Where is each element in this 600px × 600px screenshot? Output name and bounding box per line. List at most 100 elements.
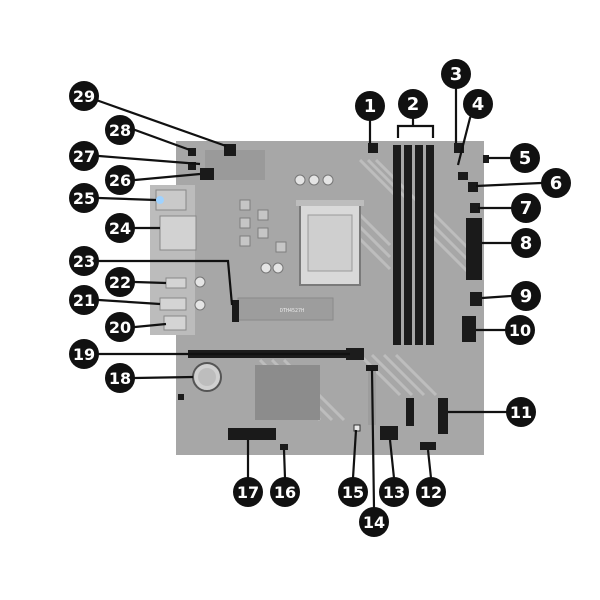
callout-badge-1: 1 xyxy=(355,91,385,121)
callout-circle-18 xyxy=(105,363,135,393)
callout-number-8: 8 xyxy=(520,233,533,254)
callout-circle-10 xyxy=(505,315,535,345)
callout-number-22: 22 xyxy=(109,273,131,292)
header-27 xyxy=(188,162,196,170)
callout-badge-14: 14 xyxy=(359,507,389,537)
callout-circle-22 xyxy=(105,267,135,297)
callout-number-11: 11 xyxy=(510,403,532,422)
callout-circle-27 xyxy=(69,141,99,171)
usb-a-port-1 xyxy=(159,297,187,311)
callout-badge-13: 13 xyxy=(379,477,409,507)
rj45-usb-block xyxy=(159,215,197,251)
callout-badge-27: 27 xyxy=(69,141,99,171)
callout-badge-29: 29 xyxy=(69,81,99,111)
callout-badge-23: 23 xyxy=(69,246,99,276)
callout-circle-25 xyxy=(69,183,99,213)
callout-badge-3: 3 xyxy=(441,59,471,89)
callout-number-13: 13 xyxy=(383,483,405,502)
callout-number-17: 17 xyxy=(237,483,259,502)
callout-circle-3 xyxy=(441,59,471,89)
callout-circle-23 xyxy=(69,246,99,276)
callout-badge-2: 2 xyxy=(398,89,428,119)
capacitors xyxy=(194,174,334,311)
header-26 xyxy=(200,168,214,180)
callout-circle-15 xyxy=(338,477,368,507)
callout-number-27: 27 xyxy=(73,147,95,166)
pcie-latch xyxy=(346,348,364,360)
callout-badge-28: 28 xyxy=(105,115,135,145)
callout-circle-17 xyxy=(233,477,263,507)
usb-c-header xyxy=(462,316,476,342)
callout-badge-17: 17 xyxy=(233,477,263,507)
callout-number-6: 6 xyxy=(550,173,563,194)
callout-number-21: 21 xyxy=(73,291,95,310)
chipset-heatsink xyxy=(255,365,320,420)
callout-badge-21: 21 xyxy=(69,285,99,315)
callout-circle-4 xyxy=(463,89,493,119)
callout-number-16: 16 xyxy=(274,483,296,502)
callout-badge-5: 5 xyxy=(510,143,540,173)
callout-badge-22: 22 xyxy=(105,267,135,297)
callout-badge-11: 11 xyxy=(506,397,536,427)
m2-connector-2 xyxy=(366,365,378,371)
callout-badge-9: 9 xyxy=(511,281,541,311)
fan-header-right-2 xyxy=(470,203,480,213)
leader-line-2 xyxy=(396,124,435,138)
callout-number-29: 29 xyxy=(73,87,95,106)
callout-circle-13 xyxy=(379,477,409,507)
callout-number-28: 28 xyxy=(109,121,131,140)
callout-circle-24 xyxy=(105,213,135,243)
callout-number-24: 24 xyxy=(109,219,131,238)
callout-circle-19 xyxy=(69,339,99,369)
callout-circle-28 xyxy=(105,115,135,145)
callout-badge-10: 10 xyxy=(505,315,535,345)
callout-number-3: 3 xyxy=(450,64,463,85)
callout-circle-6 xyxy=(541,168,571,198)
callout-circle-20 xyxy=(105,312,135,342)
callout-number-1: 1 xyxy=(364,96,377,117)
callout-badge-12: 12 xyxy=(416,477,446,507)
callout-number-19: 19 xyxy=(73,345,95,364)
sys-fan-header-top xyxy=(454,143,464,153)
cmos-battery-inner xyxy=(198,368,216,386)
header-28 xyxy=(188,148,196,156)
callout-circle-9 xyxy=(511,281,541,311)
m2-connector-1 xyxy=(232,300,239,322)
front-panel-header-12 xyxy=(420,442,436,450)
callout-badge-15: 15 xyxy=(338,477,368,507)
fan-header-top-right xyxy=(458,172,468,180)
callout-circle-1 xyxy=(355,91,385,121)
callout-number-10: 10 xyxy=(509,321,531,340)
usb-a-port-2 xyxy=(163,315,187,331)
callout-number-26: 26 xyxy=(109,171,131,190)
inductors xyxy=(239,199,287,253)
header-29 xyxy=(224,144,236,156)
cpu-socket xyxy=(296,200,364,286)
callout-circle-14 xyxy=(359,507,389,537)
cpu-fan-header xyxy=(368,143,378,153)
m2-silk-label: DTH4527H xyxy=(280,308,304,314)
callout-badge-18: 18 xyxy=(105,363,135,393)
callout-number-7: 7 xyxy=(520,198,533,219)
callout-number-20: 20 xyxy=(109,318,131,337)
dimm-slots xyxy=(393,145,434,345)
callout-badge-6: 6 xyxy=(541,168,571,198)
bottom-header-17 xyxy=(228,428,276,440)
callout-number-23: 23 xyxy=(73,252,95,271)
callout-circle-21 xyxy=(69,285,99,315)
callout-number-18: 18 xyxy=(109,369,131,388)
callout-circle-5 xyxy=(510,143,540,173)
callout-circle-12 xyxy=(416,477,446,507)
callout-badge-26: 26 xyxy=(105,165,135,195)
callout-circle-7 xyxy=(511,193,541,223)
callout-circle-11 xyxy=(506,397,536,427)
callout-badge-7: 7 xyxy=(511,193,541,223)
sata-connector-11 xyxy=(438,398,448,434)
header-top-right-edge xyxy=(483,155,489,163)
usb2-header-13 xyxy=(380,426,398,440)
callout-number-25: 25 xyxy=(73,189,95,208)
callout-badge-20: 20 xyxy=(105,312,135,342)
